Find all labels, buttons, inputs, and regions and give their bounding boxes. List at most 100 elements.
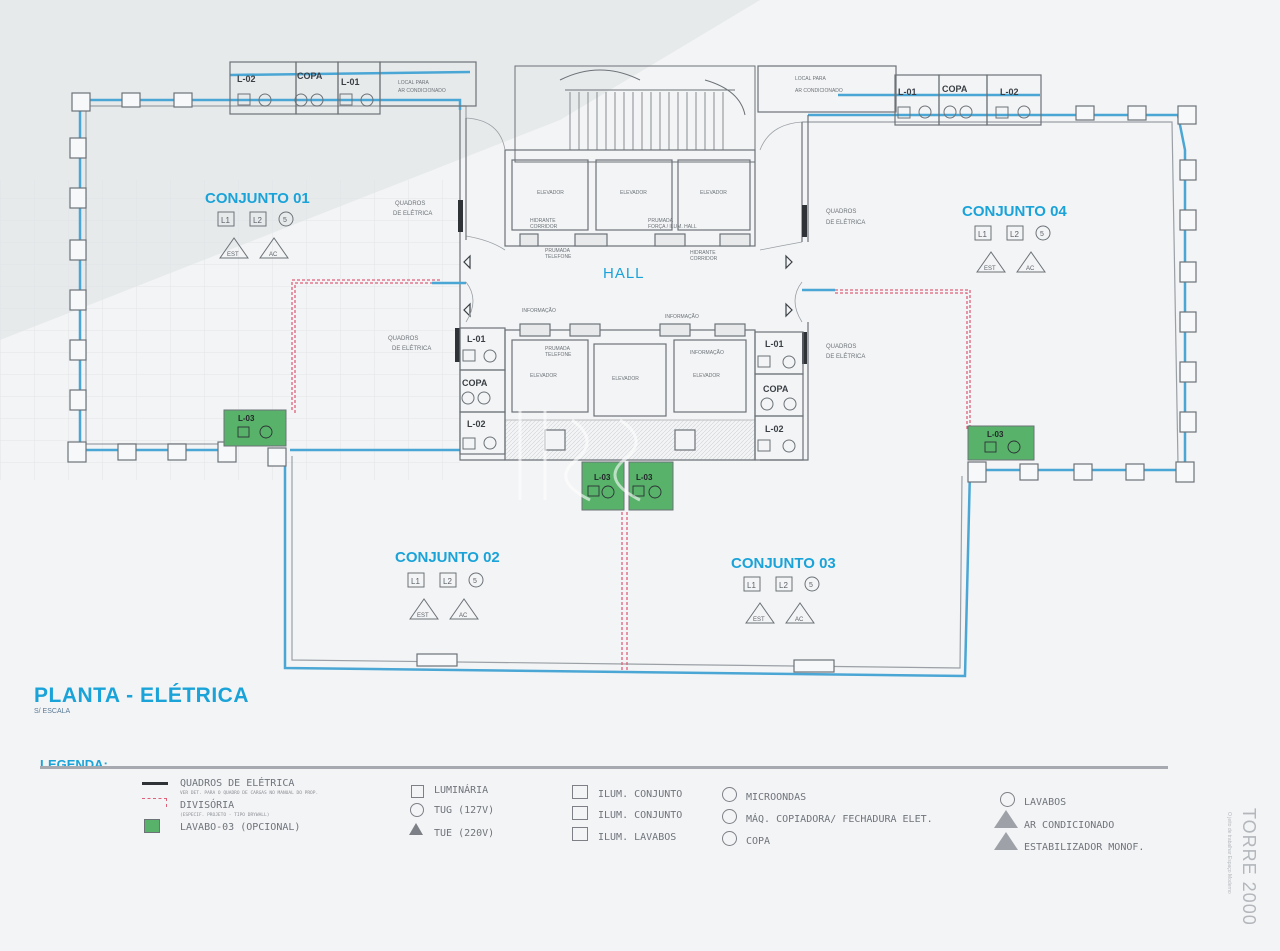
- lavatory-outlet-icon: [1000, 792, 1015, 807]
- unit-label-02: CONJUNTO 02: [395, 549, 500, 566]
- legend-lavabo-symbol: [144, 819, 160, 833]
- ac-outlet-label: AC: [269, 252, 278, 258]
- hall-label: HALL: [603, 265, 645, 282]
- ac-outlet-icon: [1016, 251, 1046, 273]
- top-right-service-symbols: [897, 105, 1031, 119]
- lighting-l1-label: L1: [978, 230, 987, 239]
- svg-text:PRUMADA: PRUMADA: [545, 248, 571, 254]
- core-bottom-labels: ELEVADOR ELEVADOR ELEVADOR INFORMAÇÃO IN…: [522, 307, 724, 382]
- legend-item-partition: DIVISÓRIA: [180, 800, 235, 811]
- svg-text:AR CONDICIONADO: AR CONDICIONADO: [795, 88, 843, 94]
- svg-text:L-02: L-02: [237, 74, 256, 84]
- legend-title: LEGENDA:: [40, 757, 108, 772]
- unit-label-04: CONJUNTO 04: [962, 203, 1067, 220]
- ac-outlet-icon: [785, 602, 815, 624]
- outlet-127v-icon: [410, 803, 424, 817]
- ac-outlet-label: AC: [795, 617, 804, 623]
- svg-text:L-02: L-02: [765, 424, 784, 434]
- lighting-l1-label: L1: [747, 581, 756, 590]
- stabilizer-outlet-icon: [976, 251, 1006, 273]
- lighting-l1-icon: [217, 211, 235, 227]
- stabilizer-outlet-label: EST: [984, 266, 996, 272]
- svg-text:ELEVADOR: ELEVADOR: [693, 373, 720, 379]
- svg-text:L-01: L-01: [467, 334, 486, 344]
- microwave-outlet-icon: [722, 787, 737, 802]
- legend-note-panels: VER DET. PARA O QUADRO DE CARGAS NO MANU…: [180, 791, 319, 796]
- ac-outlet-label: AC: [459, 613, 468, 619]
- copier-outlet-label: 5: [473, 578, 477, 585]
- legend-item-l1: ILUM. CONJUNTO: [598, 789, 683, 800]
- stabilizer-outlet-icon: [994, 832, 1018, 850]
- legend-divider: [40, 766, 1168, 769]
- legend-item-estabilizador: ESTABILIZADOR MONOF.: [1024, 842, 1145, 853]
- copier-outlet-icon: [722, 809, 737, 824]
- top-right-service-labels: L-01 COPA L-02: [898, 84, 1019, 97]
- lighting-l1-icon: [572, 785, 588, 799]
- lighting-l2-icon: [439, 572, 457, 588]
- svg-text:HIDRANTE: HIDRANTE: [530, 218, 556, 224]
- copier-outlet-label: 5: [1040, 231, 1044, 238]
- lighting-l1-label: L1: [221, 216, 230, 225]
- lavabo-03-labels: L-03 L-03 L-03 L-03: [238, 414, 1004, 482]
- svg-text:TELEFONE: TELEFONE: [545, 352, 572, 358]
- unit-labels: CONJUNTO 01 CONJUNTO 02 CONJUNTO 03 CONJ…: [205, 190, 1067, 572]
- electrical-panels: [455, 200, 807, 364]
- legend-item-tug: TUG (127V): [434, 805, 495, 816]
- svg-text:INFORMAÇÃO: INFORMAÇÃO: [522, 307, 556, 314]
- svg-text:FORÇA / ILUM. HALL: FORÇA / ILUM. HALL: [648, 224, 697, 230]
- lighting-l1-icon: [743, 576, 761, 592]
- legend-item-lavabos: LAVABOS: [1024, 797, 1067, 808]
- svg-text:ELEVADOR: ELEVADOR: [700, 190, 727, 196]
- legend-item-l2: ILUM. CONJUNTO: [598, 810, 683, 821]
- local-ac-left: LOCAL PARA AR CONDICIONADO: [398, 80, 446, 94]
- stabilizer-outlet-icon: [219, 237, 249, 259]
- svg-text:ELEVADOR: ELEVADOR: [620, 190, 647, 196]
- drawing-scale: S/ ESCALA: [34, 708, 71, 715]
- svg-text:QUADROS: QUADROS: [826, 344, 856, 350]
- unit-label-01: CONJUNTO 01: [205, 190, 310, 207]
- svg-text:PRUMADA: PRUMADA: [648, 218, 674, 224]
- svg-text:L-03: L-03: [594, 473, 611, 482]
- svg-text:HIDRANTE: HIDRANTE: [690, 250, 716, 256]
- drawing-title: PLANTA - ELÉTRICA: [34, 684, 249, 707]
- top-left-service-symbols: [237, 93, 374, 107]
- stabilizer-outlet-label: EST: [753, 617, 765, 623]
- svg-text:L-01: L-01: [898, 87, 917, 97]
- lighting-l1-icon: [407, 572, 425, 588]
- svg-text:LOCAL PARA: LOCAL PARA: [795, 76, 827, 82]
- svg-text:AR CONDICIONADO: AR CONDICIONADO: [398, 88, 446, 94]
- svg-text:QUADROS: QUADROS: [826, 209, 856, 215]
- ac-outlet-icon: [259, 237, 289, 259]
- svg-text:ELEVADOR: ELEVADOR: [612, 376, 639, 382]
- copier-outlet-label: 5: [809, 582, 813, 589]
- svg-text:COPA: COPA: [462, 378, 488, 388]
- hall-door-arcs: [465, 117, 803, 323]
- lavabo-03-symbols: [237, 425, 1021, 499]
- svg-text:CORRIDOR: CORRIDOR: [530, 224, 558, 230]
- svg-text:ELEVADOR: ELEVADOR: [530, 373, 557, 379]
- left-core-services: [459, 327, 804, 461]
- legend-item-panels: QUADROS DE ELÉTRICA: [180, 778, 295, 789]
- svg-text:L-03: L-03: [238, 414, 255, 423]
- svg-text:L-03: L-03: [636, 473, 653, 482]
- local-ac-right: LOCAL PARA AR CONDICIONADO: [795, 76, 843, 94]
- watermark: [518, 410, 641, 502]
- svg-text:L-02: L-02: [467, 419, 486, 429]
- top-left-service-labels: L-02 COPA L-01: [237, 71, 360, 87]
- perimeter-columns: [67, 92, 1197, 673]
- copier-outlet-icon: [1035, 225, 1051, 241]
- lighting-l2-label: L2: [779, 581, 788, 590]
- svg-text:ELEVADOR: ELEVADOR: [537, 190, 564, 196]
- legend-item-copa: COPA: [746, 836, 771, 847]
- stabilizer-outlet-label: EST: [227, 252, 239, 258]
- legend-item-tue: TUE (220V): [434, 828, 495, 839]
- light-fixture-icon: [411, 785, 424, 798]
- lighting-l2-label: L2: [443, 577, 452, 586]
- lighting-l3-icon: [572, 827, 588, 841]
- staircase: [514, 65, 756, 163]
